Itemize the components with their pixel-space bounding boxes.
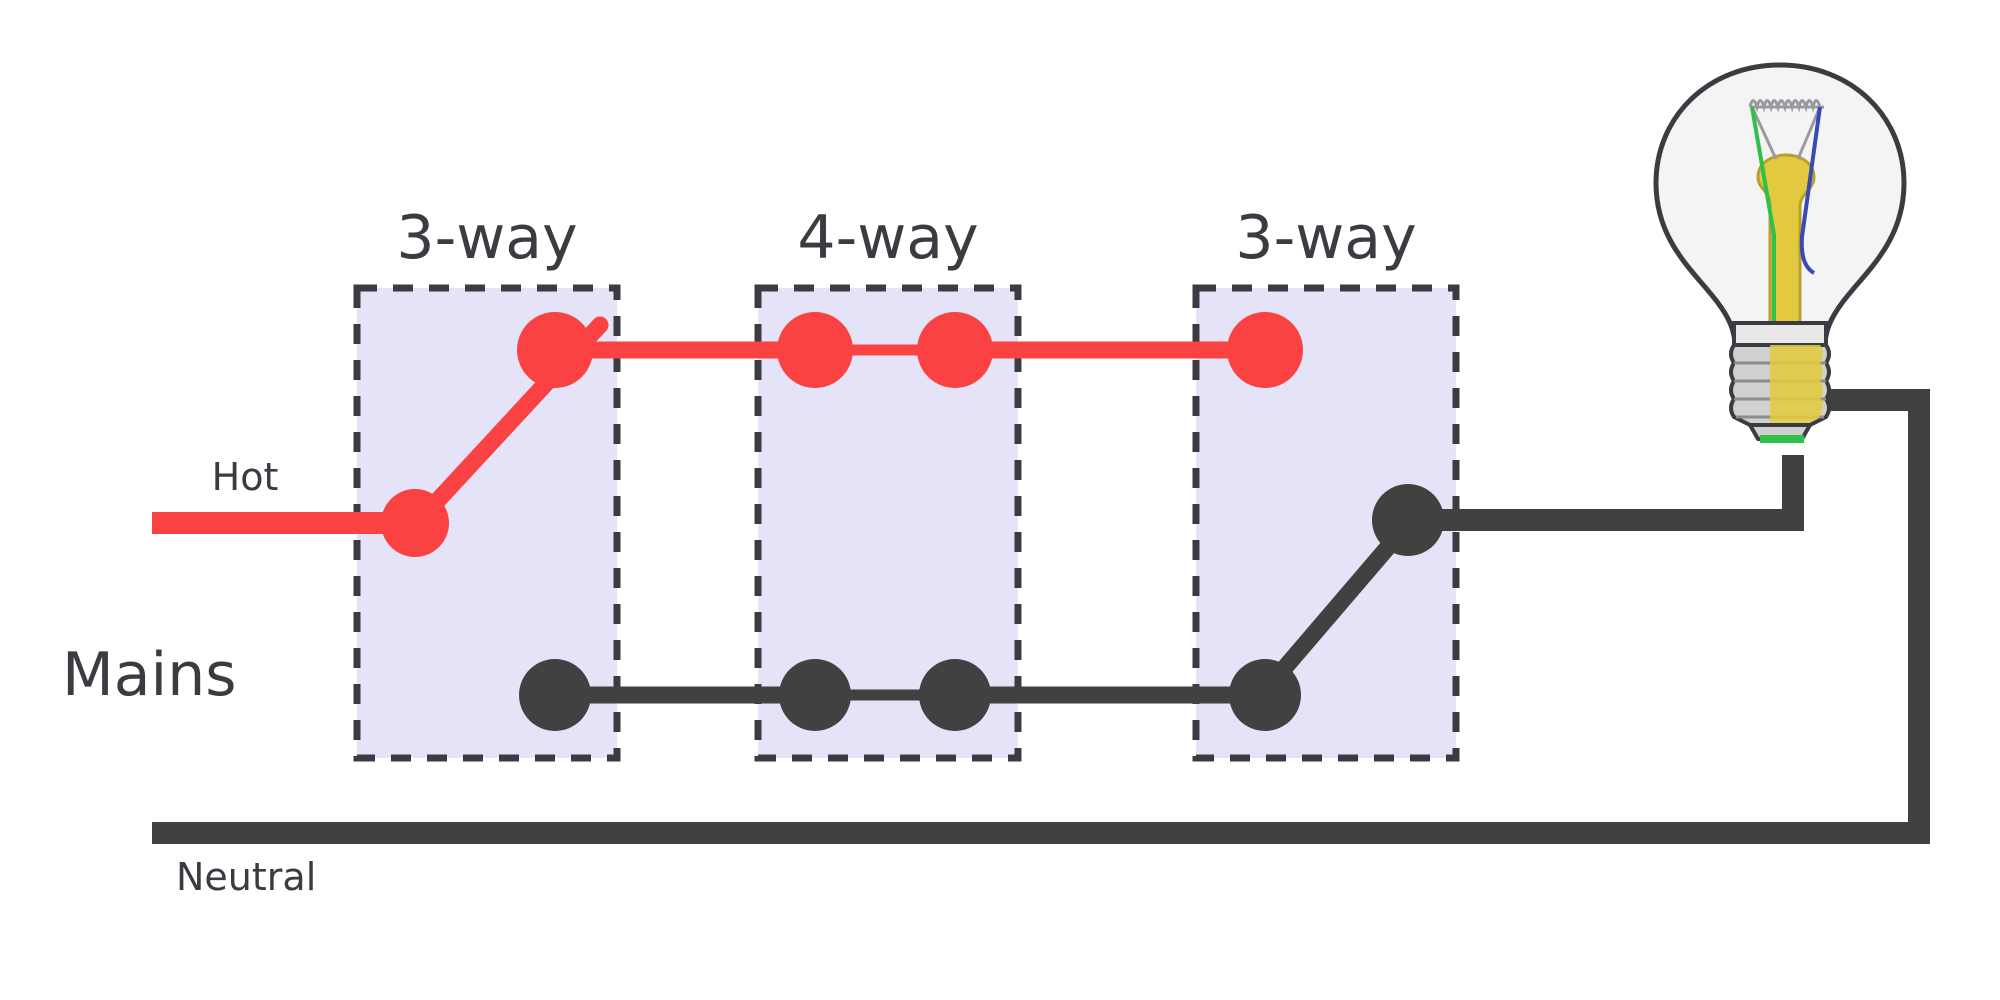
light-bulb[interactable] (1653, 62, 1907, 443)
hot-label: Hot (212, 455, 279, 499)
terminal-neutral-sw2-right[interactable] (919, 659, 991, 731)
terminal-traveler-sw2-right[interactable] (917, 312, 993, 388)
switch-label-3: 3-way (1235, 203, 1416, 273)
bulb-tip-solder (1760, 435, 1804, 443)
terminal-traveler-sw2-left[interactable] (777, 312, 853, 388)
mains-label: Mains (62, 640, 237, 710)
terminal-neutral-sw3[interactable] (1229, 659, 1301, 731)
bulb-screw-base (1729, 343, 1831, 443)
filament-support-wire-right (1796, 106, 1822, 160)
terminal-hot-common-sw1[interactable] (381, 489, 449, 557)
bulb-lead-wire-green (1750, 106, 1776, 347)
bulb-neck-collar (1732, 321, 1828, 347)
bulb-lead-wire-blue (1799, 106, 1822, 275)
switch-label-2: 4-way (797, 203, 978, 273)
bulb-base-stem-overlay (1770, 345, 1823, 425)
hot-circuit-wires (152, 316, 1272, 534)
terminal-traveler-sw3[interactable] (1227, 312, 1303, 388)
neutral-label: Neutral (176, 855, 316, 899)
terminal-neutral-sw1[interactable] (519, 659, 591, 731)
terminals (381, 312, 1444, 731)
filament-support-wire-left (1750, 106, 1778, 160)
switch-label-1: 3-way (396, 203, 577, 273)
terminal-traveler-sw1[interactable] (517, 312, 593, 388)
terminal-load-out-sw3[interactable] (1372, 484, 1444, 556)
terminal-neutral-sw2-left[interactable] (779, 659, 851, 731)
